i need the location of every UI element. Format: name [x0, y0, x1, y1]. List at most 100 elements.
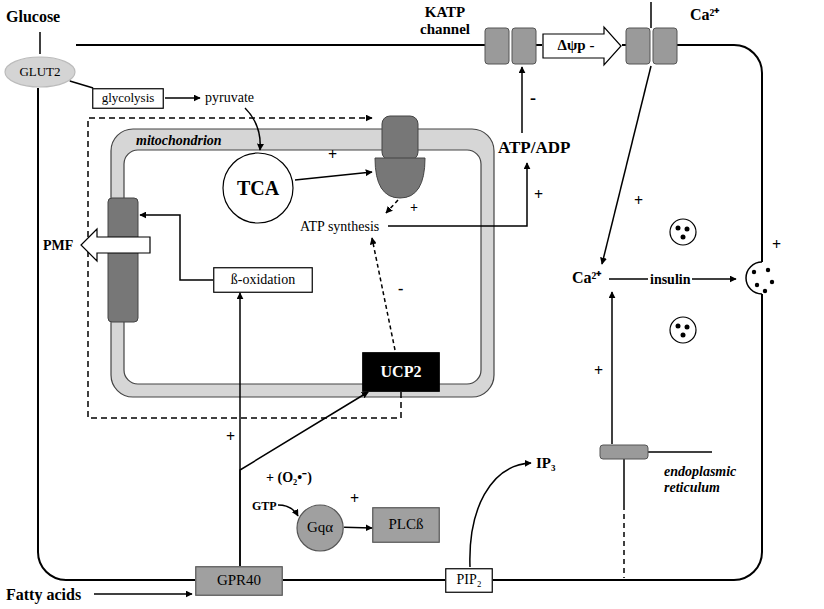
- box-outline: [446, 569, 493, 593]
- insulin-granule: [681, 333, 686, 338]
- node-text: GLUT2: [19, 65, 60, 80]
- sign-label: +: [534, 186, 543, 204]
- edge-label: +: [350, 490, 359, 508]
- atp-synthase-symbol: [382, 116, 418, 160]
- connector-line: [240, 392, 368, 566]
- pmf-label: PMF: [43, 238, 73, 254]
- label-anchor: Ca²⁺: [572, 269, 601, 287]
- box-outline: [363, 353, 440, 392]
- channel-symbol: [485, 28, 509, 64]
- connector-line: [344, 526, 372, 528]
- ratio-label: ATP/ADP: [498, 138, 570, 158]
- label-anchor: Fatty acids: [6, 586, 81, 604]
- matrix-area: [124, 150, 481, 384]
- sign-label: +: [772, 236, 781, 254]
- node-text: PLCß: [388, 516, 423, 533]
- organelle-band: TCAß-oxidationUCP2mitochondrion: [110, 128, 495, 398]
- fatty-acid-arrow: [94, 593, 192, 595]
- node-text: TCA: [237, 177, 279, 200]
- messenger-label: IP₃: [536, 455, 556, 472]
- insulin-granule: [676, 324, 681, 329]
- channel-label: KATP channel: [408, 4, 482, 39]
- insulin-granule: [676, 226, 681, 231]
- label-anchor: PMF: [43, 236, 73, 254]
- sign-label: +: [594, 362, 603, 380]
- node-text: Δψp -: [558, 37, 595, 54]
- transporter-ellipse: GLUT2: [4, 56, 76, 88]
- node-text: glycolysis: [102, 91, 155, 106]
- label-anchor: +: [328, 146, 337, 164]
- calcium-arrow: [602, 66, 651, 264]
- protein-circle: Gqα: [296, 504, 344, 552]
- label-anchor: insulin: [648, 270, 692, 288]
- box-outline: [196, 567, 283, 596]
- ion-label: Ca²⁺: [690, 6, 719, 24]
- cell-membrane: [38, 45, 762, 580]
- node-text: GPR40: [217, 572, 261, 589]
- insulin-granule: [685, 325, 690, 330]
- cycle-circle: TCA: [222, 152, 294, 224]
- respiratory-complex-symbol: [108, 198, 138, 322]
- insulin-granule: [681, 235, 686, 240]
- connector-line: [70, 81, 93, 88]
- er-membrane: [648, 451, 712, 453]
- label-anchor: IP₃: [536, 454, 556, 472]
- insulin-granule: [766, 268, 770, 272]
- gtp-arrow: [278, 505, 298, 516]
- label-anchor: GTP: [252, 496, 277, 514]
- edge-label: + (O₂•⁻): [266, 470, 312, 486]
- label-anchor: KATP channel: [408, 4, 482, 39]
- ip3-receptor-symbol: [600, 445, 648, 459]
- label-anchor: Glucose: [6, 8, 60, 26]
- edge-label-anchor: +: [226, 428, 235, 446]
- label-anchor: -: [398, 280, 403, 298]
- er-membrane: [623, 459, 625, 505]
- er-calcium-arrow: [611, 292, 613, 444]
- edge-label-anchor: +: [350, 490, 359, 508]
- channel-symbol: [653, 28, 677, 64]
- label-anchor: +: [772, 236, 781, 254]
- vesicle-symbol: [670, 317, 696, 343]
- block-arrow-outline: [543, 27, 621, 65]
- substrate-box: PIP₂: [445, 568, 493, 593]
- ip3-arrow: [470, 463, 531, 567]
- edge-label: +: [226, 428, 235, 446]
- glycolysis-arrow: [165, 97, 200, 99]
- ellipse-outline: [5, 57, 75, 87]
- sign-label: -: [398, 280, 403, 298]
- box-outline: [93, 89, 164, 109]
- membrane-band: [111, 129, 494, 397]
- insulin-granule: [685, 227, 690, 232]
- node-text: ß-oxidation: [231, 272, 296, 288]
- potential-arrow: Δψp -: [542, 26, 622, 66]
- edge-label-anchor: + (O₂•⁻): [266, 468, 312, 486]
- sign-label: +: [634, 192, 643, 210]
- katp-arrow: [521, 67, 523, 133]
- sign-label: +: [328, 146, 337, 164]
- nucleotide-label: GTP: [252, 500, 277, 514]
- protein-box: UCP2: [362, 352, 440, 392]
- label-anchor: +: [410, 198, 418, 216]
- channel-symbol: [512, 28, 536, 64]
- sign-label: -: [530, 88, 536, 109]
- calcium-influx-line: [650, 2, 652, 28]
- channel-symbol: [626, 28, 650, 64]
- insulin-granule: [755, 283, 759, 287]
- receptor-box: GPR40: [195, 566, 283, 596]
- input-label: Fatty acids: [6, 586, 81, 604]
- label-anchor: Ca²⁺: [690, 6, 719, 24]
- process-box: glycolysis: [92, 88, 164, 109]
- organelle-label: endoplasmic reticulum: [664, 464, 760, 496]
- input-label: Glucose: [6, 8, 60, 26]
- node-text: UCP2: [381, 363, 422, 381]
- vesicle-symbol: [670, 219, 696, 245]
- label-anchor: ATP/ADP: [498, 138, 570, 158]
- label-anchor: +: [594, 362, 603, 380]
- label-anchor: +: [534, 186, 543, 204]
- box-outline: [373, 508, 440, 543]
- sign-label: +: [410, 200, 418, 216]
- ellipse-outline: [223, 153, 293, 223]
- label-anchor: +: [634, 192, 643, 210]
- exocytosis-pore: [746, 262, 762, 294]
